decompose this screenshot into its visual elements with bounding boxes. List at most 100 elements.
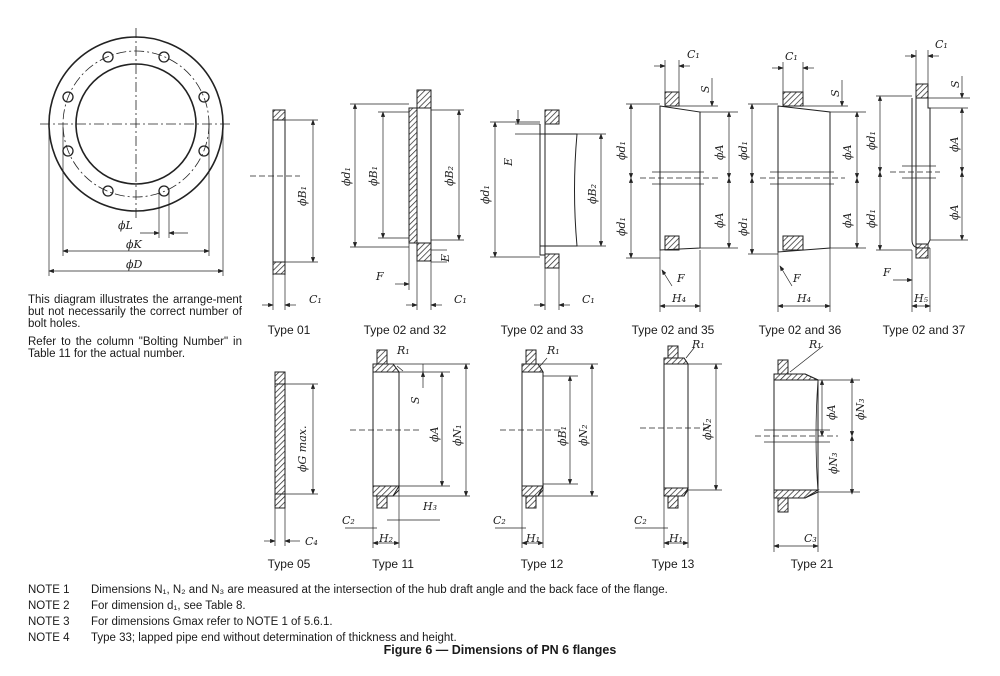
note-3: NOTE 3 For dimensions Gmax refer to NOTE …: [28, 614, 668, 630]
dim-t21-phiA: ϕA: [825, 405, 838, 420]
dim-t11-phiN1: ϕN₁: [451, 424, 464, 446]
dim-t11-R1: R₁: [396, 344, 410, 357]
type02-35-section: [626, 60, 738, 312]
label-type02-32: Type 02 and 32: [364, 323, 447, 337]
dim-t36-phiAb: ϕA: [841, 213, 854, 228]
dim-t33-E: E: [502, 158, 515, 167]
dim-t05-C4: C₄: [305, 535, 318, 548]
dim-t13-R1: R₁: [691, 338, 705, 351]
dim-t35-phiAa: ϕA: [713, 145, 726, 160]
dim-t36-phiAa: ϕA: [841, 145, 854, 160]
dim-t35-S: S: [699, 85, 712, 93]
dim-t11-H3: H₃: [422, 500, 437, 513]
dim-t36-C1: C₁: [785, 50, 798, 63]
type02-33-section: [490, 109, 606, 310]
dim-phiL: ϕL: [118, 219, 133, 232]
dim-t12-phiN2: ϕN₂: [577, 424, 590, 446]
dim-t35-F: F: [676, 272, 685, 285]
dim-phiD: ϕD: [126, 258, 142, 271]
note-id: NOTE 3: [28, 616, 70, 628]
dim-t11-C2: C₂: [342, 514, 355, 527]
dim-t37-phid1a: ϕd₁: [865, 131, 878, 150]
dim-t32-phiB1: ϕB₁: [367, 166, 380, 186]
dim-t35-phid1b: ϕd₁: [615, 217, 628, 236]
dim-t35-phid1a: ϕd₁: [615, 141, 628, 160]
note-text: Type 33; lapped pipe end without determi…: [91, 632, 457, 644]
dim-t35-phiAb: ϕA: [713, 213, 726, 228]
label-type02-35: Type 02 and 35: [632, 323, 715, 337]
dim-t32-phiB2: ϕB₂: [443, 166, 456, 186]
dim-phiK: ϕK: [126, 238, 142, 251]
dim-t35-C1: C₁: [687, 48, 700, 61]
dim-t11-phiA: ϕA: [428, 427, 441, 442]
dim-t21-phiN3b: ϕN₃: [827, 452, 840, 474]
dim-t37-F: F: [882, 266, 891, 279]
label-type02-36: Type 02 and 36: [759, 323, 842, 337]
figure-caption: Figure 6 — Dimensions of PN 6 flanges: [383, 643, 617, 657]
type12-section: [495, 349, 598, 548]
dim-t32-C1: C₁: [454, 293, 467, 306]
dim-t12-H1: H₁: [525, 532, 540, 545]
type02-32-section: [350, 89, 464, 310]
type11-section: [345, 349, 470, 548]
label-type02-37: Type 02 and 37: [883, 323, 966, 337]
dim-t33-C1: C₁: [582, 293, 595, 306]
note-4: NOTE 4 Type 33; lapped pipe end without d…: [28, 630, 668, 646]
dim-t35-H4: H₄: [671, 292, 686, 305]
dim-t33-phid1: ϕd₁: [479, 185, 492, 204]
dim-t21-phiN3a: ϕN₃: [854, 398, 867, 420]
dim-t12-R1: R₁: [546, 344, 560, 357]
dim-t01-phiB1: ϕB₁: [296, 186, 309, 206]
note-text: For dimensions Gmax refer to NOTE 1 of 5…: [91, 616, 333, 628]
label-type02-33: Type 02 and 33: [501, 323, 584, 337]
dim-t36-S: S: [829, 89, 842, 97]
label-type21: Type 21: [791, 557, 834, 571]
bolting-reference: Refer to the column "Bolting Number" in …: [28, 336, 242, 360]
dim-t37-H5: H₅: [913, 292, 929, 305]
dim-t37-C1: C₁: [935, 38, 948, 51]
note-2: NOTE 2 For dimension d₁, see Table 8.: [28, 598, 668, 614]
dim-t32-F: F: [375, 270, 384, 283]
dim-t01-C1: C₁: [309, 293, 322, 306]
dim-t12-phiB1: ϕB₁: [556, 426, 569, 446]
type21-section: [755, 345, 860, 552]
label-type12: Type 12: [521, 557, 564, 571]
dim-t33-phiB2: ϕB₂: [586, 184, 599, 204]
type13-section: [635, 345, 722, 548]
dim-t36-F: F: [792, 272, 801, 285]
dim-t13-phiN2: ϕN₂: [701, 418, 714, 440]
flange-diagram: ϕL ϕK ϕD ϕB₁ C₁ ϕd₁ ϕB₁ ϕB₂ E F C₁ E ϕd₁…: [40, 28, 970, 571]
dim-t37-phiAb: ϕA: [948, 205, 961, 220]
label-type01: Type 01: [268, 323, 311, 337]
note-text: Dimensions N₁, N₂ and N₃ are measured at…: [91, 584, 668, 596]
dim-t37-phiAa: ϕA: [948, 137, 961, 152]
note-text: For dimension d₁, see Table 8.: [91, 600, 246, 612]
arrangement-description: This diagram illustrates the arrange-men…: [28, 294, 242, 330]
dim-t13-C2: C₂: [634, 514, 647, 527]
dim-t21-R1: R₁: [808, 338, 822, 351]
dim-t11-H2: H₂: [378, 532, 393, 545]
dim-t13-H1: H₁: [668, 532, 683, 545]
dim-t36-phid1b: ϕd₁: [737, 217, 750, 236]
type02-36-section: [748, 62, 866, 312]
note-id: NOTE 4: [28, 632, 70, 644]
label-type11: Type 11: [372, 557, 414, 571]
dim-t37-phid1b: ϕd₁: [865, 209, 878, 228]
dim-t36-phid1a: ϕd₁: [737, 141, 750, 160]
type01-section: [250, 109, 318, 310]
label-type13: Type 13: [652, 557, 695, 571]
type02-37-section: [876, 50, 970, 312]
type05-section: [264, 371, 318, 546]
dim-t37-S: S: [949, 80, 962, 88]
flange-plan-view: [40, 28, 232, 276]
dim-t11-S: S: [409, 396, 422, 404]
dim-t32-E: E: [439, 254, 452, 263]
dim-t36-H4: H₄: [796, 292, 811, 305]
dim-t05-phiG: ϕG max.: [296, 426, 309, 472]
dim-t32-phid1: ϕd₁: [340, 167, 353, 186]
label-type05: Type 05: [268, 557, 311, 571]
dim-t21-C3: C₃: [804, 532, 817, 545]
note-id: NOTE 2: [28, 600, 70, 612]
